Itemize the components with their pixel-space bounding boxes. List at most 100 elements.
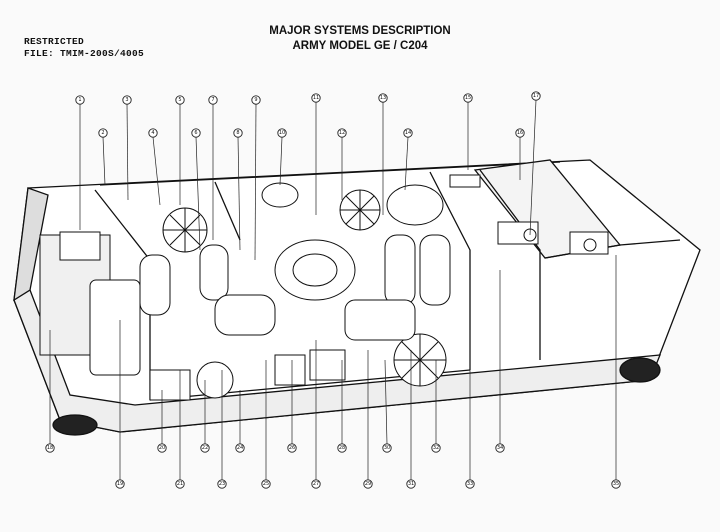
callout-bottom-17: 34 [495,270,505,453]
callout-bubble [287,443,297,453]
callout-number: 30 [384,445,390,451]
callout-bottom-4: 21 [175,370,185,489]
callout-number: 32 [433,445,439,451]
callout-bubble [122,95,132,105]
callout-bubble [235,443,245,453]
callout-top-16: 16 [515,128,525,180]
callout-layer: 1234567891011121314151617181920212223242… [45,91,621,489]
callout-bubble [175,479,185,489]
callout-leader-line [279,136,283,186]
callout-number: 28 [339,445,345,451]
callout-bubble [217,479,227,489]
callout-number: 3 [125,97,128,103]
callout-bubble [531,91,541,101]
callout-number: 24 [237,445,243,451]
restricted-label: RESTRICTED [24,36,85,47]
callout-number: 15 [465,95,471,101]
callout-number: 29 [365,481,371,487]
callout-leader-line [254,103,257,261]
callout-bottom-3: 20 [157,390,167,453]
callout-number: 23 [219,481,225,487]
callout-bubble [75,95,85,105]
callout-bubble [191,128,201,138]
callout-bottom-2: 19 [115,320,125,489]
callout-bubble [233,128,243,138]
callout-bubble [98,128,108,138]
callout-leader-line [237,136,241,251]
callout-bubble [261,479,271,489]
callout-number: 18 [47,445,53,451]
callout-number: 31 [408,481,414,487]
callout-number: 7 [211,97,214,103]
callout-bubble [251,95,261,105]
callout-bubble [200,443,210,453]
callout-number: 27 [313,481,319,487]
callout-number: 17 [533,93,539,99]
callout-number: 11 [313,95,319,101]
callout-top-15: 15 [463,93,473,170]
callout-bubble [311,93,321,103]
title-line-2: ARMY MODEL GE / C204 [292,40,428,52]
callout-bubble [148,128,158,138]
callout-number: 22 [202,445,208,451]
callout-bottom-5: 22 [200,380,210,453]
callout-top-17: 17 [529,91,541,236]
callout-bottom-8: 25 [261,360,271,489]
callout-leader-line [529,99,537,236]
callout-bubble [403,128,413,138]
callout-bottom-1: 18 [45,330,55,453]
callout-bubble [45,443,55,453]
callout-top-5: 5 [175,95,185,205]
callout-bottom-15: 32 [431,360,441,453]
callout-bubble [495,443,505,453]
callout-number: 35 [613,481,619,487]
callout-number: 21 [177,481,183,487]
callout-number: 5 [178,97,181,103]
callout-number: 14 [405,130,411,136]
callout-leader-line [195,136,201,251]
callout-bubble [363,479,373,489]
callout-bubble [431,443,441,453]
callout-bubble [406,479,416,489]
callout-bubble [208,95,218,105]
callout-number: 26 [289,445,295,451]
callout-bubble [115,479,125,489]
callout-bottom-9: 26 [287,360,297,453]
callout-leader-line [152,136,161,206]
callout-number: 8 [236,130,239,136]
callout-top-12: 12 [337,128,347,200]
callout-bottom-10: 27 [311,340,321,489]
callout-top-2: 2 [98,128,108,186]
callout-bubble [382,443,392,453]
callout-number: 12 [339,130,345,136]
callout-leader-line [404,136,409,191]
callout-bubble [311,479,321,489]
callout-top-11: 11 [311,93,321,215]
callout-top-8: 8 [233,128,243,251]
callout-top-9: 9 [251,95,261,261]
callout-number: 9 [254,97,257,103]
callout-number: 34 [497,445,503,451]
callout-leader-line [102,136,106,186]
callout-bubble [611,479,621,489]
callout-number: 33 [467,481,473,487]
callout-number: 19 [117,481,123,487]
callout-bottom-13: 30 [382,359,392,453]
callout-bubble [337,443,347,453]
callout-top-10: 10 [277,128,287,186]
internal-components [39,174,609,401]
callout-top-7: 7 [208,95,218,240]
callout-bottom-18: 35 [611,255,621,489]
callout-leader-line [126,103,129,201]
callout-top-4: 4 [148,128,161,206]
callout-number: 20 [159,445,165,451]
callout-top-3: 3 [122,95,132,201]
callout-bubble [465,479,475,489]
callout-bubble [157,443,167,453]
title-line-1: MAJOR SYSTEMS DESCRIPTION [269,25,451,37]
callout-bubble [378,93,388,103]
callout-leader-line [384,359,388,445]
callout-number: 16 [517,130,523,136]
callout-bottom-12: 29 [363,350,373,489]
callout-bottom-14: 31 [406,350,416,489]
